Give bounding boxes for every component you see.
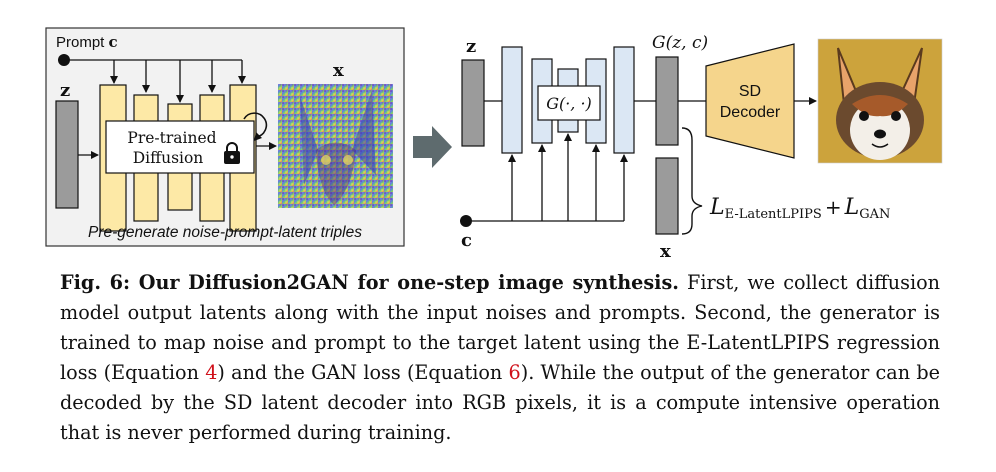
pretrained-label-line2: Diffusion <box>133 149 204 167</box>
pretrained-diffusion-box <box>105 120 255 174</box>
target-latent-block <box>655 157 679 235</box>
equation-ref-4[interactable]: 4 <box>205 361 218 384</box>
lock-icon <box>224 142 240 164</box>
figure-caption-text-3: ). While the output of the generator can… <box>60 361 940 444</box>
generated-dog-image <box>817 38 943 164</box>
transition-arrow-icon <box>413 126 452 168</box>
loop-arrow-icon <box>243 112 268 141</box>
loss-formula: LE-LatentLPIPS+LGAN <box>709 195 890 222</box>
diffusion2gan-figure: Prompt c z Pre-trained Diffusion <box>45 27 943 262</box>
equation-ref-6[interactable]: 6 <box>508 361 521 384</box>
prompt-label: Prompt c <box>56 33 118 51</box>
prompt-node <box>58 54 70 66</box>
figure-caption-text-2: ) and the GAN loss (Equation <box>217 361 509 384</box>
pretrained-label-line1: Pre-trained <box>127 129 216 147</box>
loss-brace <box>681 127 703 235</box>
generator-block-1 <box>501 46 523 154</box>
left-panel-caption: Pre-generate noise-prompt-latent triples <box>88 224 362 241</box>
noisy-latent-image <box>278 84 393 208</box>
left-panel: Prompt c z Pre-trained Diffusion <box>45 27 405 247</box>
figure-caption: Fig. 6: Our Diffusion2GAN for one-step i… <box>60 268 940 448</box>
generator-label: G(·, ·) <box>546 94 592 113</box>
left-latent-symbol: x <box>333 60 344 81</box>
right-prompt-symbol: c <box>461 230 472 251</box>
figure-caption-text-1: First, we collect diffusion model output… <box>60 271 940 384</box>
sd-decoder-block <box>705 43 795 159</box>
generator-output-label: G(z, c) <box>652 33 708 53</box>
sd-decoder-label-line2: Decoder <box>720 104 781 121</box>
right-noise-symbol: z <box>466 36 476 57</box>
left-noise-block <box>55 100 79 209</box>
generator-output-block <box>655 56 679 146</box>
target-latent-symbol: x <box>660 241 671 262</box>
sd-decoder-label-line1: SD <box>739 83 761 100</box>
figure-caption-label: Fig. 6: Our Diffusion2GAN for one-step i… <box>60 271 679 294</box>
right-panel: z G(·, ·) G(z, c) SD Decoder <box>460 33 943 262</box>
left-noise-symbol: z <box>60 80 70 101</box>
generator-block-5 <box>613 46 635 154</box>
generator-label-box <box>537 85 601 121</box>
right-noise-block <box>461 59 485 147</box>
right-prompt-node <box>460 215 472 227</box>
